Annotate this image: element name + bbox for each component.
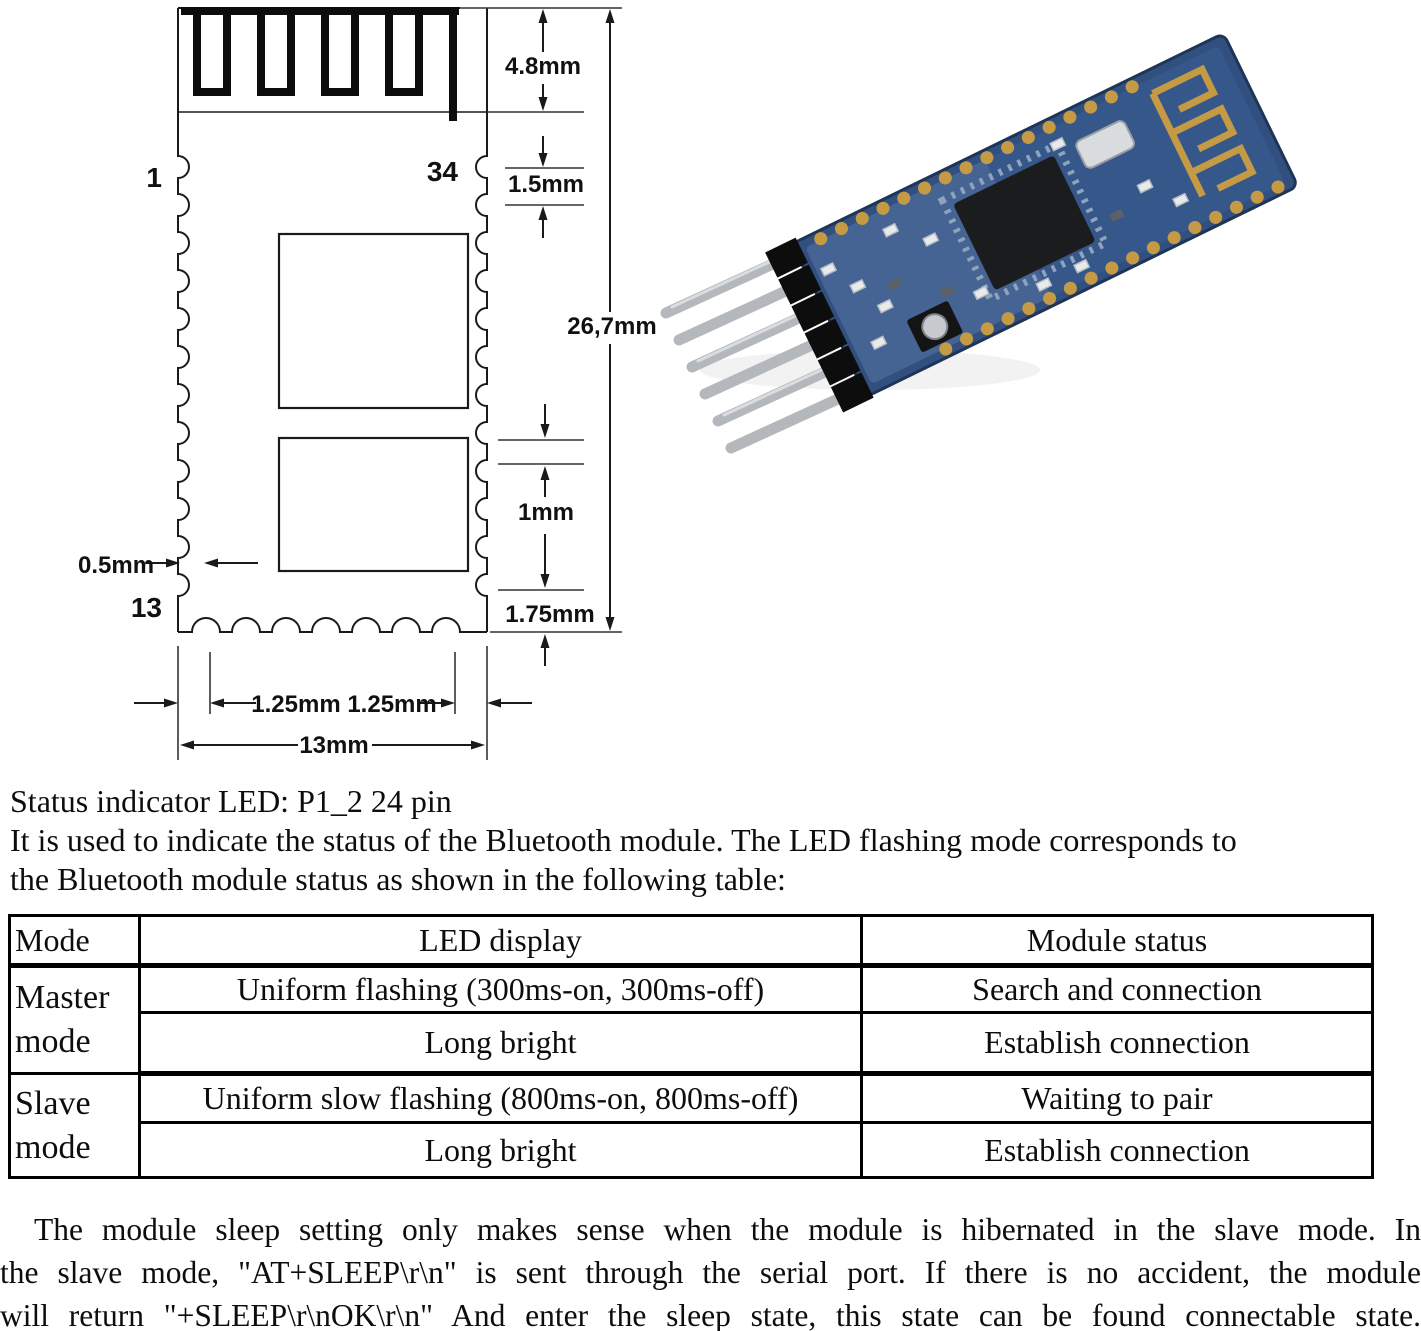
dim-pad-pitch: 1.25mm 1.25mm	[251, 691, 436, 718]
arrowheads	[164, 9, 615, 750]
header-pins	[660, 252, 857, 454]
cell-slave-status-2: Establish connection	[860, 1121, 1374, 1179]
main-ic	[954, 156, 1095, 290]
cell-master-led-2: Long bright	[138, 1011, 863, 1076]
extension-lines	[177, 7, 622, 760]
dimension-lines	[134, 23, 611, 746]
cell-slave-led-2: Long bright	[138, 1121, 863, 1179]
board-outline	[177, 7, 488, 633]
dark-components	[886, 209, 1125, 299]
sleep-note: The module sleep setting only makes sens…	[0, 1208, 1421, 1331]
dim-pad-gap: 1.5mm	[508, 171, 584, 198]
header-mode: Mode	[8, 914, 141, 968]
table-row-slave-1: Slave mode Uniform slow flashing (800ms-…	[8, 1072, 1374, 1179]
module-photo	[660, 34, 1297, 454]
note-line-2: the slave mode, "AT+SLEEP\r\n" is sent t…	[0, 1255, 1421, 1290]
intro-line-1: Status indicator LED: P1_2 24 pin	[10, 783, 452, 819]
intro-line-2: It is used to indicate the status of the…	[10, 822, 1237, 858]
inner-rect-top	[277, 232, 470, 410]
dim-mid-gap: 1mm	[518, 499, 574, 526]
table-row-master-1: Master mode Uniform flashing (300ms-on, …	[8, 964, 1374, 1075]
header-pins-highlight	[670, 255, 834, 417]
reset-button	[907, 301, 963, 352]
intro-line-3: the Bluetooth module status as shown in …	[10, 861, 786, 897]
header-led-display: LED display	[138, 914, 863, 968]
note-line-1: The module sleep setting only makes sens…	[34, 1212, 1421, 1247]
table-row-master-2: Long bright Establish connection	[10, 1011, 1374, 1076]
dimension-diagram: 4.8mm 1.5mm 26,7mm 1mm 1.75mm 0.5mm 1.25…	[78, 7, 657, 760]
ic-pin-stubs	[937, 139, 1111, 305]
pin-label-1: 1	[146, 162, 162, 193]
cell-master-mode: Master mode	[8, 964, 141, 1075]
cell-master-status-2: Establish connection	[860, 1011, 1374, 1076]
cell-master-status-1: Search and connection	[860, 964, 1374, 1014]
cell-slave-status-1: Waiting to pair	[860, 1072, 1374, 1124]
dim-notch-width: 0.5mm	[78, 552, 154, 579]
led-status-table: Mode LED display Module status Master mo…	[8, 914, 1374, 1179]
antenna-trace	[181, 7, 459, 121]
crystal	[1075, 120, 1135, 169]
cell-master-led-1: Uniform flashing (300ms-on, 300ms-off)	[138, 964, 863, 1014]
pcb-antenna	[1149, 64, 1257, 198]
header-module-status: Module status	[860, 914, 1374, 968]
cell-slave-led-1: Uniform slow flashing (800ms-on, 800ms-o…	[138, 1072, 863, 1124]
cell-slave-mode: Slave mode	[8, 1072, 141, 1179]
dim-antenna-height: 4.8mm	[505, 53, 581, 80]
header-plastic	[765, 237, 874, 413]
note-line-3: will return "+SLEEP\r\nOK\r\n" And enter…	[0, 1298, 1421, 1331]
dim-board-height: 26,7mm	[567, 313, 656, 340]
pcb-board	[765, 34, 1297, 413]
dim-board-width: 13mm	[299, 732, 368, 759]
intro-text: Status indicator LED: P1_2 24 pin It is …	[10, 782, 1415, 899]
dim-bottom-gap: 1.75mm	[505, 601, 594, 628]
pin-label-34: 34	[427, 156, 459, 187]
inner-rect-bottom	[277, 436, 470, 573]
table-row-slave-2: Long bright Establish connection	[10, 1121, 1374, 1179]
edge-pads-bottom	[939, 177, 1291, 356]
passive-components	[819, 136, 1190, 351]
pin-label-13: 13	[131, 592, 162, 623]
table-header-row: Mode LED display Module status	[8, 914, 1374, 968]
